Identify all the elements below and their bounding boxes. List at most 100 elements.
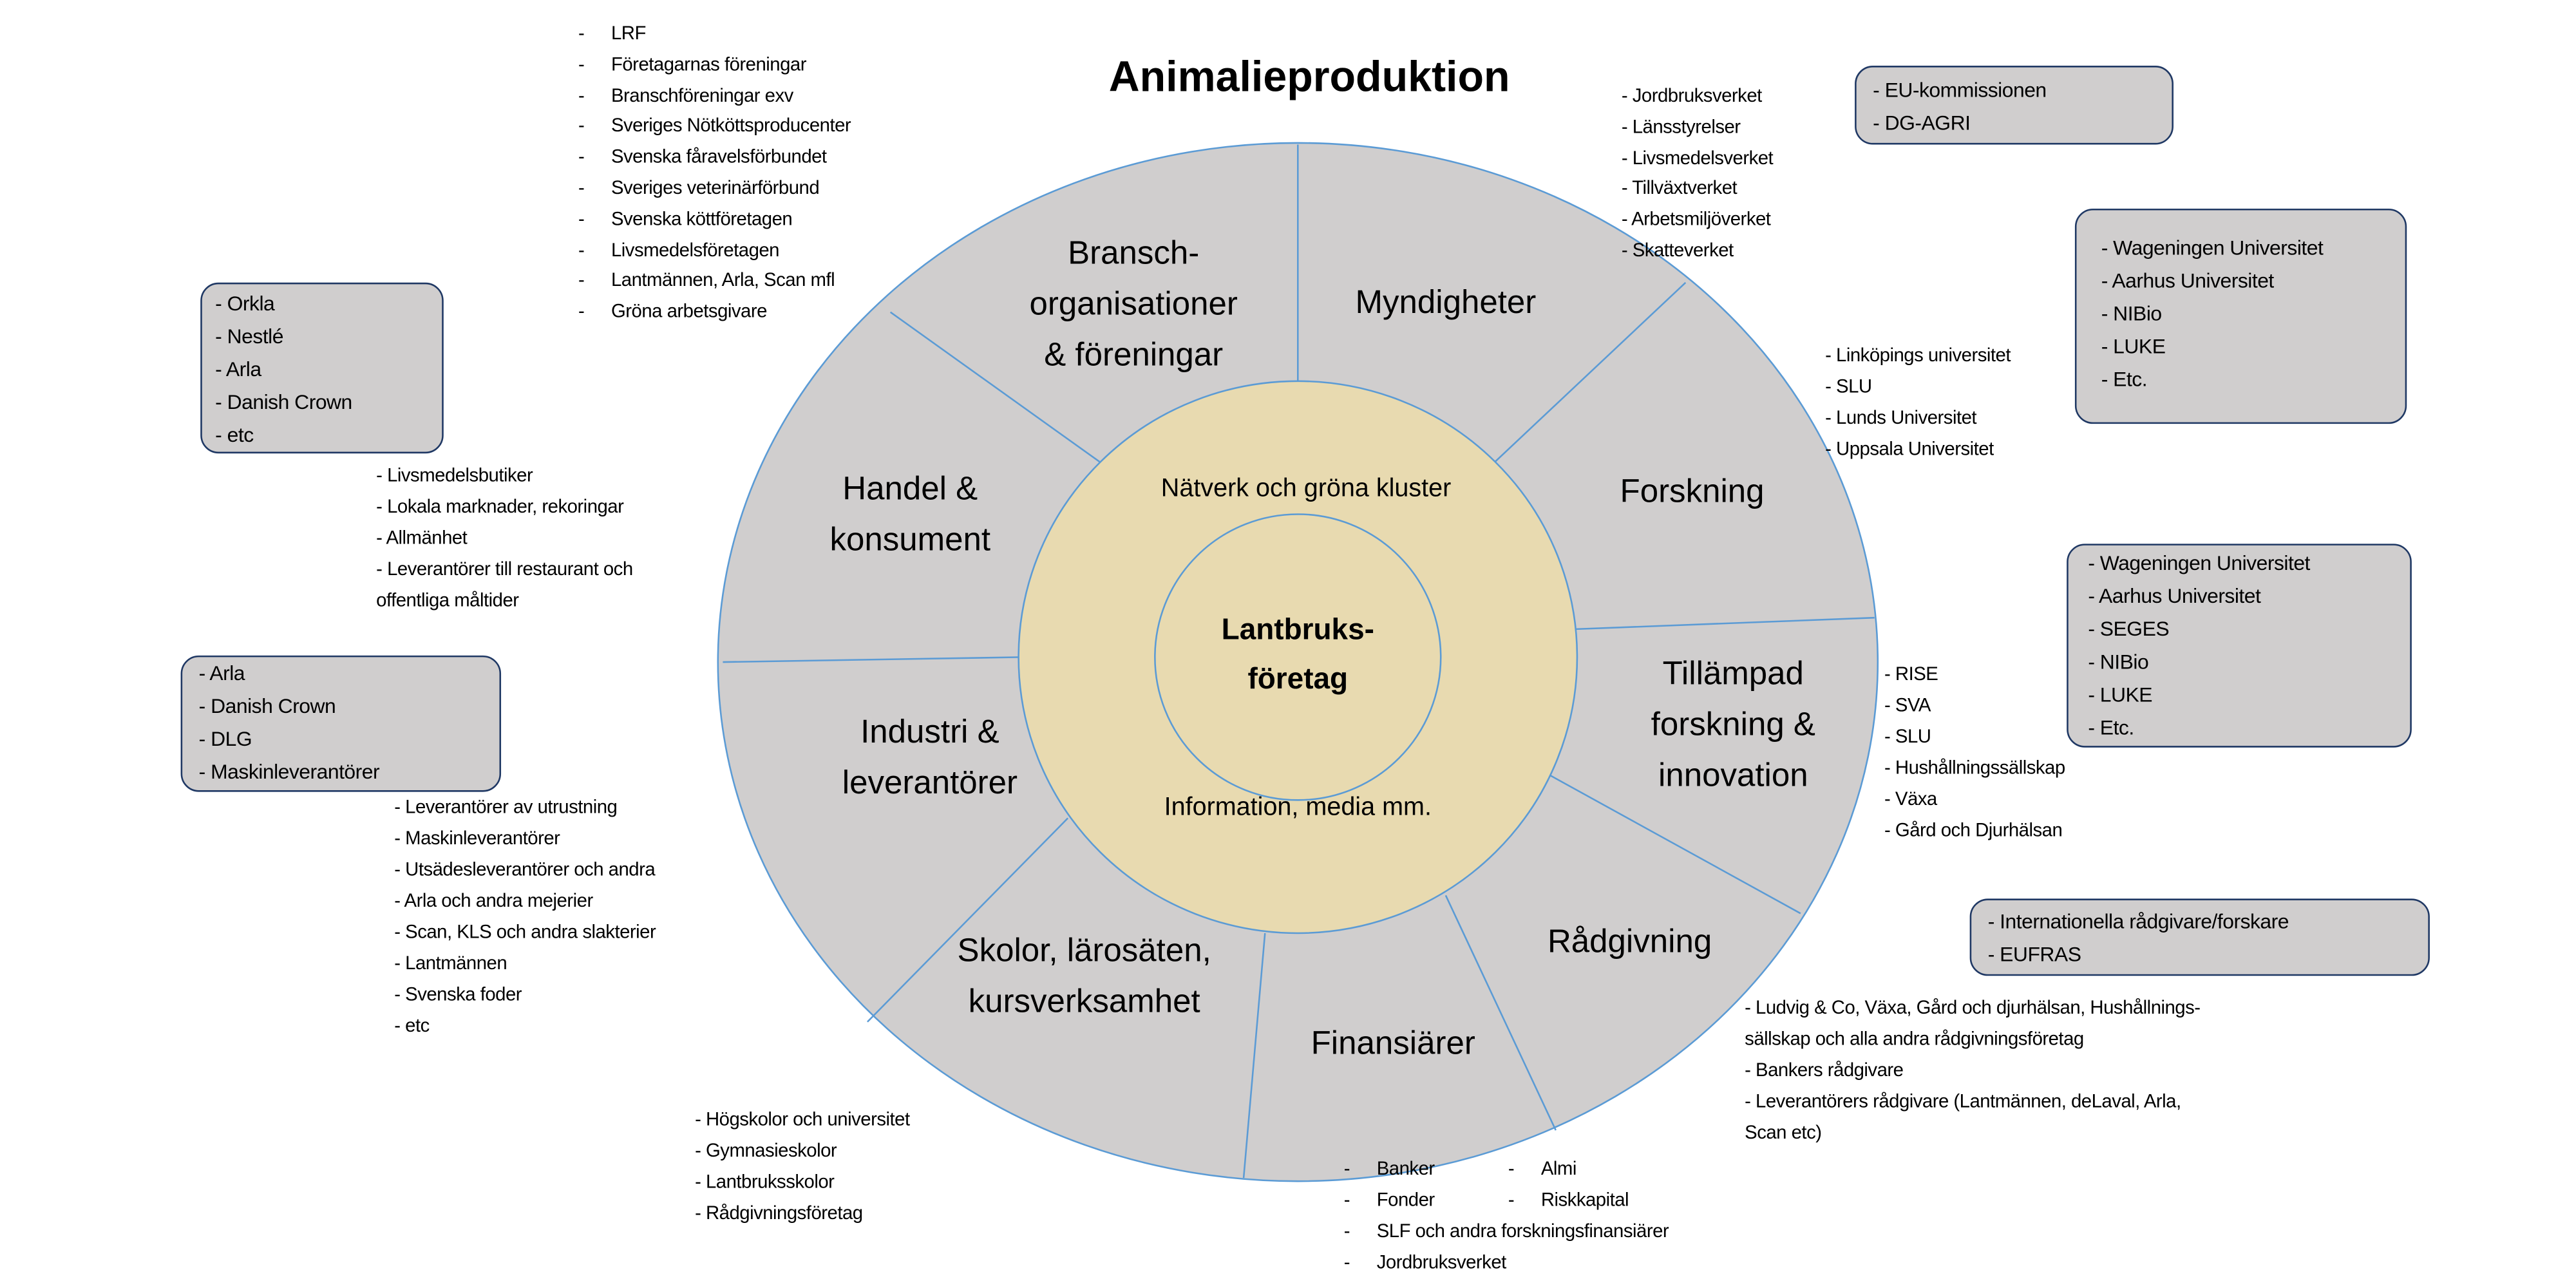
list-item: - Maskinleverantörer [394,829,560,849]
handel-list: - Livsmedelsbutiker- Lokala marknader, r… [376,462,633,618]
list-item: - Livsmedelsverket [1621,149,1774,169]
divider-line [723,656,1022,663]
list-item: - Utsädesleverantörer och andra [394,860,656,881]
list-item: Sveriges veterinärförbund [578,174,851,205]
list-item: - RISE [1884,665,1938,685]
segment-dividers [723,144,1875,1179]
divider-line [1242,933,1266,1179]
list-item: - Lantbruksskolor [695,1173,835,1193]
list-item: - Arbetsmiljöverket [1621,211,1771,231]
list-item: - Bankers rådgivare [1745,1061,1904,1081]
list-item: - Internationella rådgivare/forskare [1987,910,2289,933]
list-item: - Rådgivningsföretag [695,1204,863,1224]
list-item: Svenska fåravelsförbundet [578,143,851,174]
list-item: - Hushållningssällskap [1884,759,2065,779]
list-item: - Orkla [215,292,275,316]
list-item: - Skatteverket [1621,241,1734,261]
divider-line [1573,616,1875,630]
list-item: - SLU [1825,377,1872,398]
skolor-list: - Högskolor och universitet - Gymnasiesko… [695,1106,910,1231]
list-item: - Nestlé [215,325,283,348]
media-label: Information, media mm. [1164,793,1432,822]
list-item: - Livsmedelsbutiker [376,466,533,487]
list-item: - DLG [198,728,252,751]
tillampad-list: - RISE - SVA - SLU - Hushållningssällskap - … [1884,661,2065,848]
list-item: - Länsstyrelser [1621,118,1741,138]
finansiarer-list-col1: BankerFonder [1344,1155,1435,1217]
list-item: - Etc. [2101,368,2148,392]
list-item: - Jordbruksverket [1621,87,1762,107]
list-item: - Maskinleverantörer [198,761,380,784]
list-item: - EUFRAS [1987,943,2081,966]
forskning-international-list: - Wageningen Universitet - Aarhus Univers… [2101,232,2405,396]
list-item: Livsmedelsföretagen [578,236,851,267]
list-item: - Gård och Djurhälsan [1884,821,2063,842]
bransch-list: LRFFöretagarnas föreningarBranschförenin… [578,20,851,329]
forskning-international-box: - Wageningen Universitet - Aarhus Univers… [2074,208,2407,424]
list-item: - SLU [1884,728,1931,748]
list-item: Sveriges Nötköttsproducenter [578,112,851,143]
divider-line [889,311,1105,466]
list-item: - Wageningen Universitet [2101,236,2324,260]
list-item: - Tillväxtverket [1621,180,1738,200]
segment-radgivning: Rådgivning [1547,923,1712,961]
list-item: Lantmännen, Arla, Scan mfl [578,267,851,298]
forskning-list: - Linköpings universitet - SLU - Lunds Uni… [1825,342,2011,467]
list-item: SLF och andra forskningsfinansiärer [1344,1217,1669,1248]
list-item: - Allmänhet [376,529,468,549]
list-item: - Leverantörer av utrustning [394,798,618,819]
industri-companies-list: - Arla - Danish Crown - DLG - Maskinleveran… [199,657,500,788]
list-item: - Leverantörers rådgivare (Lantmännen, d… [1745,1092,2181,1113]
list-item: - Lantmännen [394,954,507,974]
list-item: - Scan, KLS och andra slakterier [394,923,656,943]
list-item: - Wageningen Universitet [2088,552,2310,575]
divider-line [1491,281,1687,466]
tillampad-international-list: - Wageningen Universitet - Aarhus Univers… [2088,547,2410,744]
list-item: - Aarhus Universitet [2088,585,2261,608]
list-item: - Lunds Universitet [1825,409,1977,429]
divider-line [867,817,1069,1023]
list-item: LRF [578,20,851,51]
list-item: - DG-AGRI [1873,111,1971,135]
eu-box-list: - EU-kommissionen - DG-AGRI [1873,74,2172,140]
segment-industri: Industri & leverantörer [842,714,1018,802]
list-item: - Högskolor och universitet [695,1110,910,1131]
list-item: - etc [394,1017,430,1037]
industri-list: - Leverantörer av utrustning - Maskinleve… [394,793,656,1043]
list-item: - Arla [215,358,261,381]
list-item: Almi [1508,1155,1629,1186]
list-item: - Arla [198,662,245,685]
list-item: - NIBio [2101,302,2162,326]
network-label: Nätverk och gröna kluster [1160,475,1452,503]
list-item: - Svenska foder [394,985,522,1006]
list-item: Branschföreningar exv [578,82,851,113]
list-item: - Gymnasieskolor [695,1141,837,1162]
list-item: - Linköpings universitet [1825,346,2011,366]
finansiarer-list-col2: AlmiRiskkapital [1508,1155,1629,1217]
list-item: - Aarhus Universitet [2101,269,2275,293]
list-item: Svenska köttföretagen [578,205,851,236]
eu-box: - EU-kommissionen - DG-AGRI [1855,66,2174,145]
list-item: - Danish Crown [215,391,352,414]
list-item: offentliga måltider [376,591,519,611]
segment-forskning: Forskning [1620,473,1765,511]
list-item: - SEGES [2088,618,2170,641]
list-item: - Danish Crown [198,695,336,718]
list-item: - Växa [1884,790,1937,810]
list-item: - Etc. [2088,716,2134,739]
segment-finansiarer: Finansiärer [1311,1026,1475,1063]
list-item: - EU-kommissionen [1873,79,2047,102]
segment-handel: Handel & konsument [829,471,991,559]
list-item: - SVA [1884,696,1931,717]
divider-line [1544,771,1801,914]
list-item: - Ludvig & Co, Växa, Gård och djurhälsan… [1745,999,2201,1019]
segment-tillampad: Tillämpad forskning & innovation [1651,656,1815,795]
list-item: Scan etc) [1745,1123,1822,1144]
list-item: Banker [1344,1155,1435,1186]
radgivning-international-list: - Internationella rådgivare/forskare - EU… [1988,905,2429,971]
core-circle [1154,513,1442,801]
list-item: - Uppsala Universitet [1825,440,1994,460]
divider-line [1444,895,1557,1131]
